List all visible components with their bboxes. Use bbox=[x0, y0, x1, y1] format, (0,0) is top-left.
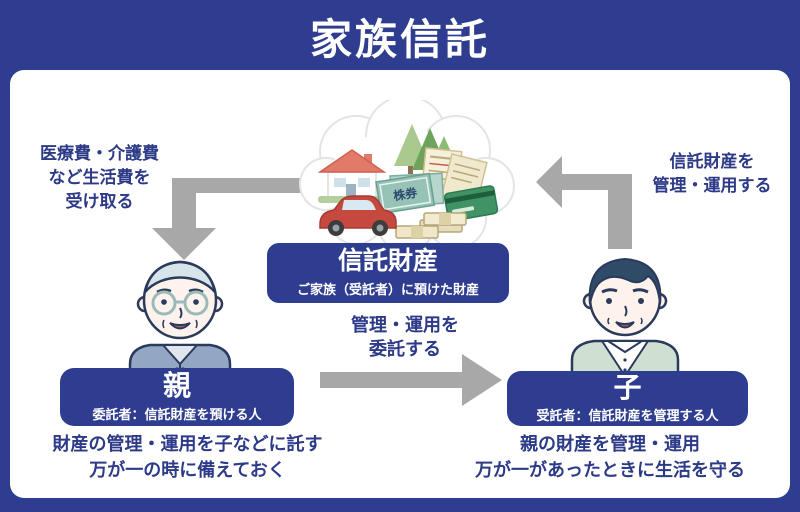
parent-description: 財産の管理・運用を子などに託す 万が一の時に備えておく bbox=[20, 432, 355, 483]
page-title: 家族信託 bbox=[309, 16, 490, 63]
parent-role: 委託者：信託財産を預ける人 bbox=[92, 406, 262, 422]
stock-certificate-icon: 株券 bbox=[375, 172, 445, 215]
arrow-down-to-parent-icon bbox=[152, 178, 310, 260]
parent-illustration bbox=[128, 260, 232, 376]
bank-card-icon bbox=[443, 185, 499, 222]
note-line: 受け取る bbox=[65, 192, 134, 212]
stock-label: 株券 bbox=[392, 185, 419, 204]
child-box: 子 受託者：信託財産を管理する人 bbox=[507, 371, 748, 426]
note-line: 管理・運用を bbox=[351, 315, 459, 335]
money-icon bbox=[395, 212, 467, 239]
child-description: 親の財産を管理・運用 万が一があったときに生活を守る bbox=[430, 432, 790, 483]
trust-assets-sublabel: ご家族（受託者）に預けた財産 bbox=[296, 281, 479, 297]
arrow-left-to-trust-icon bbox=[536, 156, 632, 249]
trust-assets-box: 信託財産 ご家族（受託者）に預けた財産 bbox=[267, 243, 509, 303]
note-line: 管理・運用する bbox=[652, 176, 772, 196]
note-line: など生活費を bbox=[48, 168, 151, 188]
note-line: 委託する bbox=[369, 339, 441, 360]
desc-line: 親の財産を管理・運用 bbox=[520, 434, 700, 454]
gray-hair bbox=[143, 260, 217, 293]
note-manage-assets: 信託財産を 管理・運用する bbox=[628, 150, 796, 198]
desc-line: 財産の管理・運用を子などに託す bbox=[52, 434, 323, 454]
trust-assets-label: 信託財産 bbox=[337, 247, 438, 276]
note-receive-expenses: 医療費・介護費 など生活費を 受け取る bbox=[12, 142, 187, 214]
note-entrust-management: 管理・運用を 委託する bbox=[330, 313, 480, 362]
trust-assets-cloud: 株券 bbox=[299, 100, 515, 253]
car-icon bbox=[319, 195, 397, 236]
parent-label: 親 bbox=[162, 370, 191, 402]
dark-hair bbox=[588, 257, 662, 305]
note-line: 医療費・介護費 bbox=[40, 144, 159, 163]
arrow-right-to-child-icon bbox=[320, 354, 502, 406]
desc-line: 万が一があったときに生活を守る bbox=[475, 459, 745, 480]
desc-line: 万が一の時に備えておく bbox=[89, 459, 286, 480]
child-role: 受託者：信託財産を管理する人 bbox=[536, 408, 719, 424]
parent-box: 親 委託者：信託財産を預ける人 bbox=[60, 368, 294, 426]
note-line: 信託財産を bbox=[669, 152, 755, 171]
child-label: 子 bbox=[613, 371, 642, 403]
child-illustration bbox=[570, 257, 680, 376]
